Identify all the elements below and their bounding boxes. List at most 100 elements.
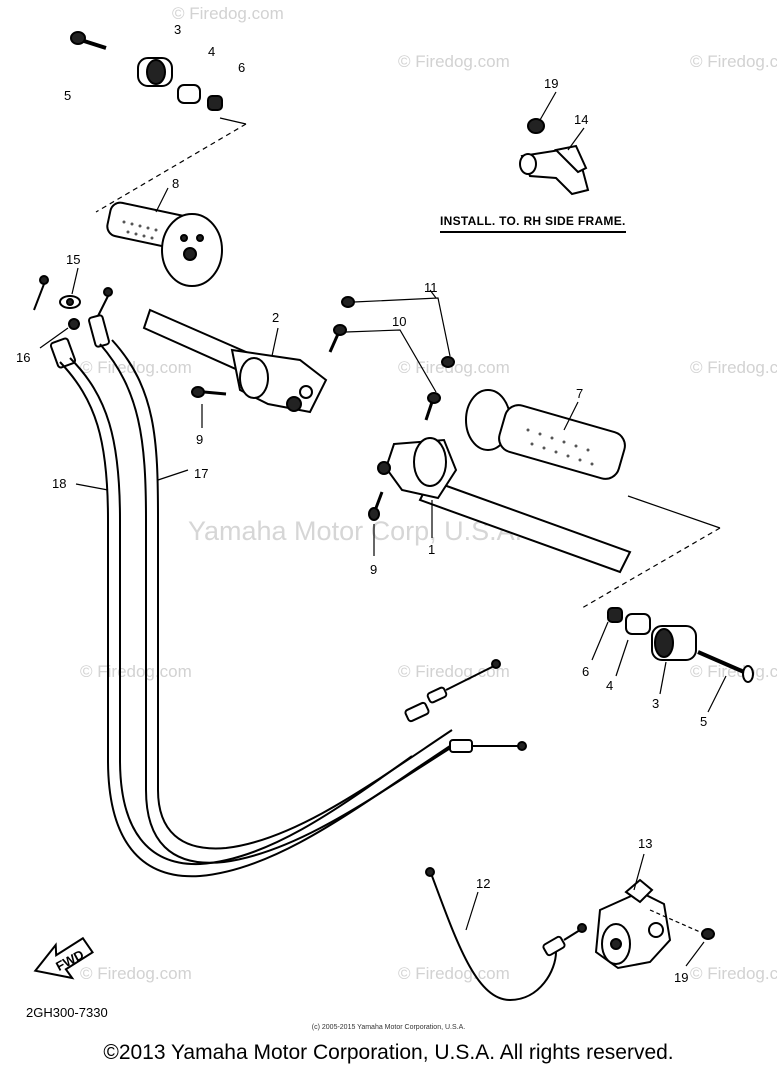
assembly-line bbox=[95, 123, 247, 213]
screw-10-shank bbox=[328, 333, 340, 353]
cable-12 bbox=[431, 875, 557, 1002]
callout-4: 4 bbox=[606, 678, 613, 693]
cable-18-inner bbox=[69, 357, 413, 866]
screw-10-head-b bbox=[427, 392, 441, 404]
callout-2: 2 bbox=[272, 310, 279, 325]
callout-13: 13 bbox=[638, 836, 652, 851]
watermark-text: © Firedog.com bbox=[690, 52, 777, 71]
callout-19: 19 bbox=[674, 970, 688, 985]
screw-16 bbox=[68, 318, 80, 330]
housing-2-boss bbox=[299, 385, 313, 399]
screw-11-head bbox=[341, 296, 355, 308]
callout-3: 3 bbox=[174, 22, 181, 37]
watermark-text: © Firedog.com bbox=[80, 358, 192, 377]
bracket-14 bbox=[519, 91, 590, 196]
watermark-text: © Firedog.com bbox=[398, 52, 510, 71]
callout-6: 6 bbox=[238, 60, 245, 75]
cable-adjuster bbox=[449, 739, 473, 753]
cable-join bbox=[419, 745, 451, 767]
choke-unit-13 bbox=[594, 853, 715, 970]
grip-end-assembly-right bbox=[591, 607, 754, 713]
assembly-line bbox=[219, 117, 247, 125]
watermark-text: © Firedog.com bbox=[690, 964, 777, 983]
housing-1-collar bbox=[413, 437, 447, 487]
leader-10 bbox=[345, 329, 437, 393]
screw-9-head-b bbox=[368, 507, 380, 521]
bolt-19-head bbox=[527, 118, 545, 134]
grip-8-hole-small bbox=[196, 234, 204, 242]
cable-inner-wire bbox=[445, 665, 495, 691]
watermark-text: © Firedog.com bbox=[80, 964, 192, 983]
screw-9-shank bbox=[203, 390, 227, 396]
bolt-5-b-shank bbox=[697, 650, 745, 674]
damper-4-b bbox=[625, 613, 651, 635]
fwd-label: FWD bbox=[53, 947, 86, 974]
housing-1 bbox=[368, 437, 632, 574]
watermark-text: © Firedog.com bbox=[398, 358, 510, 377]
damper-4 bbox=[177, 84, 201, 104]
cable-adjuster bbox=[404, 701, 430, 723]
leader-16 bbox=[39, 327, 69, 349]
leader-6-b bbox=[591, 621, 609, 661]
grip-8-hole-small bbox=[180, 234, 188, 242]
nut-6-b bbox=[607, 607, 623, 623]
screw-10-shank-b bbox=[424, 401, 434, 421]
callout-9: 9 bbox=[370, 562, 377, 577]
leader-2 bbox=[271, 327, 279, 357]
bolt-5-shank bbox=[83, 39, 107, 50]
leader-14 bbox=[567, 127, 585, 151]
grip-8-hole bbox=[183, 247, 197, 261]
callout-18: 18 bbox=[52, 476, 66, 491]
diagram-code: 2GH300-7330 bbox=[26, 1005, 108, 1020]
leader-19-b bbox=[685, 941, 705, 967]
leader-8 bbox=[155, 187, 169, 213]
adjuster-17 bbox=[88, 314, 110, 348]
housing-1-boss bbox=[377, 461, 391, 475]
fine-print: (c) 2005-2015 Yamaha Motor Corporation, … bbox=[311, 1024, 466, 1031]
callout-11: 11 bbox=[424, 280, 438, 295]
leader-3-b bbox=[659, 661, 667, 695]
leader-17 bbox=[157, 469, 189, 481]
install-note: INSTALL. TO. RH SIDE FRAME. bbox=[440, 214, 626, 233]
adjuster-18 bbox=[49, 337, 77, 369]
watermark-text: © Firedog.com bbox=[172, 4, 284, 23]
nut-6 bbox=[207, 95, 223, 111]
cable-adjuster bbox=[426, 686, 448, 704]
grip-7-body bbox=[498, 404, 626, 480]
center-watermark: Yamaha Motor Corp, U.S.A. bbox=[188, 516, 523, 546]
leader-12 bbox=[465, 891, 479, 931]
bolt-5-head bbox=[70, 31, 86, 45]
watermark-text: © Firedog.com bbox=[398, 662, 510, 681]
callout-9: 9 bbox=[196, 432, 203, 447]
leader-11-tick bbox=[429, 289, 437, 299]
screw-11-head-b bbox=[441, 356, 455, 368]
plate-15-hole bbox=[66, 298, 74, 306]
leader-11 bbox=[353, 297, 451, 357]
screws-10-11 bbox=[328, 289, 455, 421]
screw-9-shank-b bbox=[374, 491, 384, 509]
leader-5-b bbox=[707, 675, 727, 713]
assembly-line bbox=[627, 495, 721, 529]
weight-3-b-face bbox=[654, 628, 674, 658]
bracket-14-tube bbox=[519, 153, 537, 175]
cable-inner-wire bbox=[563, 929, 581, 941]
leader-19 bbox=[539, 91, 557, 121]
leader-13 bbox=[633, 853, 645, 891]
callout-17: 17 bbox=[194, 466, 208, 481]
cable-17-inner bbox=[111, 339, 453, 850]
screw-10-head bbox=[333, 324, 347, 336]
callout-16: 16 bbox=[16, 350, 30, 365]
unit-13-hub bbox=[610, 938, 622, 950]
callout-1: 1 bbox=[428, 542, 435, 557]
assembly-line bbox=[581, 527, 721, 609]
leader-7 bbox=[563, 401, 579, 431]
callout-3: 3 bbox=[652, 696, 659, 711]
callout-19: 19 bbox=[544, 76, 558, 91]
callout-6: 6 bbox=[582, 664, 589, 679]
watermark-text: © Firedog.com bbox=[398, 964, 510, 983]
bolt-19-b-head bbox=[701, 928, 715, 940]
cable-end bbox=[517, 741, 527, 751]
forward-arrow: FWD bbox=[33, 936, 94, 980]
